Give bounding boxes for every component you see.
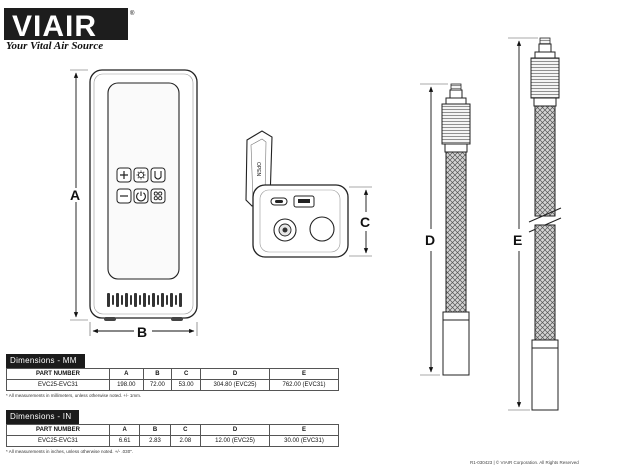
table-cell: EVC25-EVC31 — [6, 435, 110, 447]
logo-wordmark: VIAIR — [12, 10, 97, 43]
table-header-row: PART NUMBER A B C D E — [6, 424, 339, 436]
table-cell: 6.61 — [108, 435, 141, 447]
table-cell: 53.00 — [171, 379, 201, 391]
table-row: EVC25-EVC31 198.00 72.00 53.00 304.80 (E… — [6, 379, 339, 391]
table-cell: EVC25-EVC31 — [6, 379, 110, 391]
table-cell: 12.00 (EVC25) — [200, 435, 270, 447]
dimensions-mm-title: Dimensions - MM — [6, 354, 85, 368]
lid-open-label: OPEN — [255, 162, 261, 177]
control-button-grid — [116, 167, 166, 204]
dimensions-mm-section: Dimensions - MM PART NUMBER A B C D E EV… — [6, 350, 339, 398]
vent-grille — [107, 293, 182, 307]
power-icon — [136, 191, 146, 202]
table-cell: 2.08 — [169, 435, 202, 447]
dimensions-in-title: Dimensions - IN — [6, 410, 80, 424]
hose-short — [441, 83, 471, 376]
column-header: B — [139, 424, 171, 436]
column-header: B — [142, 368, 173, 380]
device-front-view — [89, 69, 198, 321]
column-header: E — [269, 424, 339, 436]
unit-icon — [154, 171, 162, 180]
dimension-a: A — [70, 69, 88, 321]
hose-long — [528, 37, 562, 411]
table-cell: 72.00 — [142, 379, 173, 391]
dimension-label-e: E — [513, 232, 522, 248]
column-header: D — [200, 424, 270, 436]
dimension-label-c: C — [360, 214, 370, 230]
table-cell: 30.00 (EVC31) — [269, 435, 339, 447]
mode-icon — [153, 191, 163, 201]
column-header: PART NUMBER — [6, 424, 110, 436]
dimension-label-a: A — [70, 187, 80, 203]
column-header: PART NUMBER — [6, 368, 110, 380]
logo-tagline: Your Vital Air Source — [6, 40, 104, 52]
table-row: EVC25-EVC31 6.61 2.83 2.08 12.00 (EVC25)… — [6, 435, 339, 447]
dimensions-mm-note: * All measurements in millimeters, unles… — [6, 393, 142, 398]
dimensions-mm-table: PART NUMBER A B C D E EVC25-EVC31 198.00… — [6, 368, 339, 391]
table-cell: 198.00 — [109, 379, 144, 391]
dimension-label-b: B — [137, 324, 147, 340]
foot — [171, 317, 183, 321]
plus-icon — [120, 171, 128, 179]
column-header: C — [169, 424, 202, 436]
dimension-c: C — [349, 186, 372, 257]
light-icon — [136, 170, 146, 180]
table-header-row: PART NUMBER A B C D E — [6, 368, 339, 380]
column-header: A — [108, 424, 141, 436]
footer-copyright: R1-030423 | © VIAIR Corporation. All Rig… — [470, 460, 579, 465]
table-cell: 2.83 — [139, 435, 171, 447]
table-cell: 762.00 (EVC31) — [269, 379, 339, 391]
device-top-view: OPEN — [245, 130, 349, 258]
dimension-e: E — [508, 37, 538, 411]
dimension-label-d: D — [425, 232, 435, 248]
dimension-d: D — [420, 83, 448, 376]
column-header: A — [109, 368, 144, 380]
dimension-b: B — [89, 322, 198, 340]
viair-logo: VIAIR ® — [4, 8, 135, 43]
dimensions-in-table: PART NUMBER A B C D E EVC25-EVC31 6.61 2… — [6, 424, 339, 447]
dimensions-in-section: Dimensions - IN PART NUMBER A B C D E EV… — [6, 406, 339, 454]
table-cell: 304.80 (EVC25) — [200, 379, 270, 391]
column-header: D — [200, 368, 270, 380]
logo-registered: ® — [130, 10, 135, 17]
dimensions-in-note: * All measurements in inches, unless oth… — [6, 449, 134, 454]
column-header: E — [269, 368, 339, 380]
storage-cavity — [309, 216, 335, 242]
foot — [104, 317, 116, 321]
column-header: C — [171, 368, 201, 380]
